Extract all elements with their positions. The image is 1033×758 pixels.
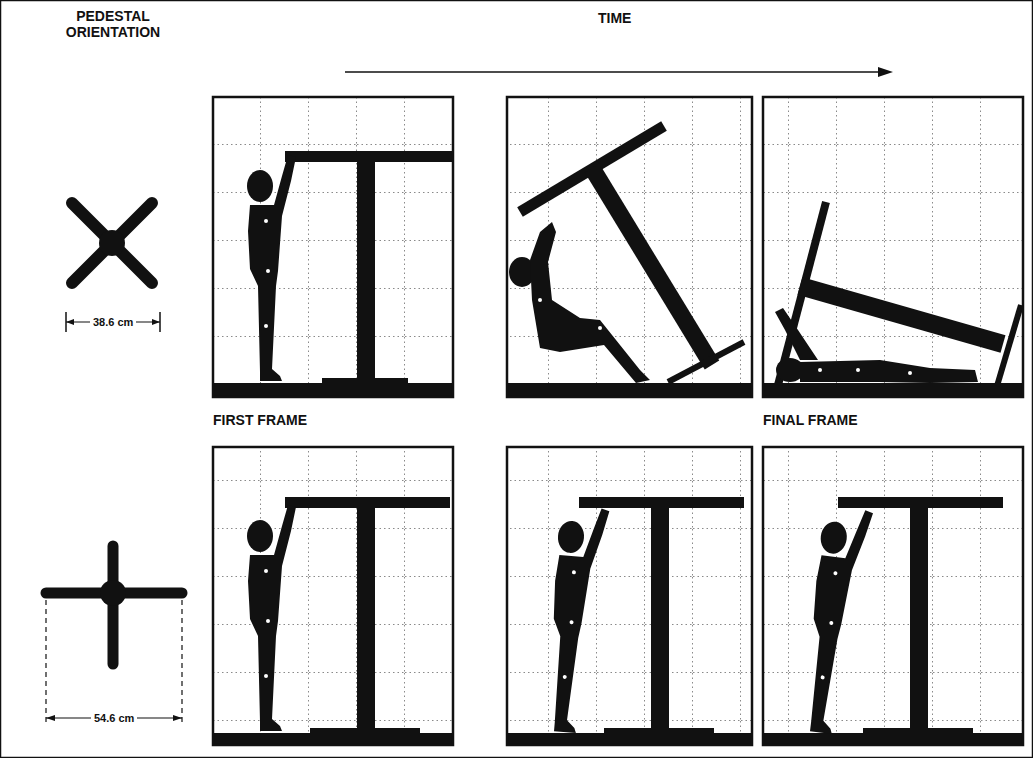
frame-panels [213, 97, 1023, 745]
frame-label: FINAL FRAME [763, 412, 858, 428]
dimension-label: 54.6 cm [91, 712, 137, 725]
time-axis-label: TIME [598, 10, 631, 26]
frame-label: FIRST FRAME [213, 412, 307, 428]
stable-table-sequence [247, 497, 1003, 736]
plus-pedestal-icon [46, 546, 182, 722]
tipping-table-sequence [247, 126, 1021, 386]
dimension-label: 38.6 cm [90, 316, 136, 329]
orientation-heading: PEDESTAL ORIENTATION [28, 8, 198, 40]
x-pedestal-icon [66, 203, 160, 332]
